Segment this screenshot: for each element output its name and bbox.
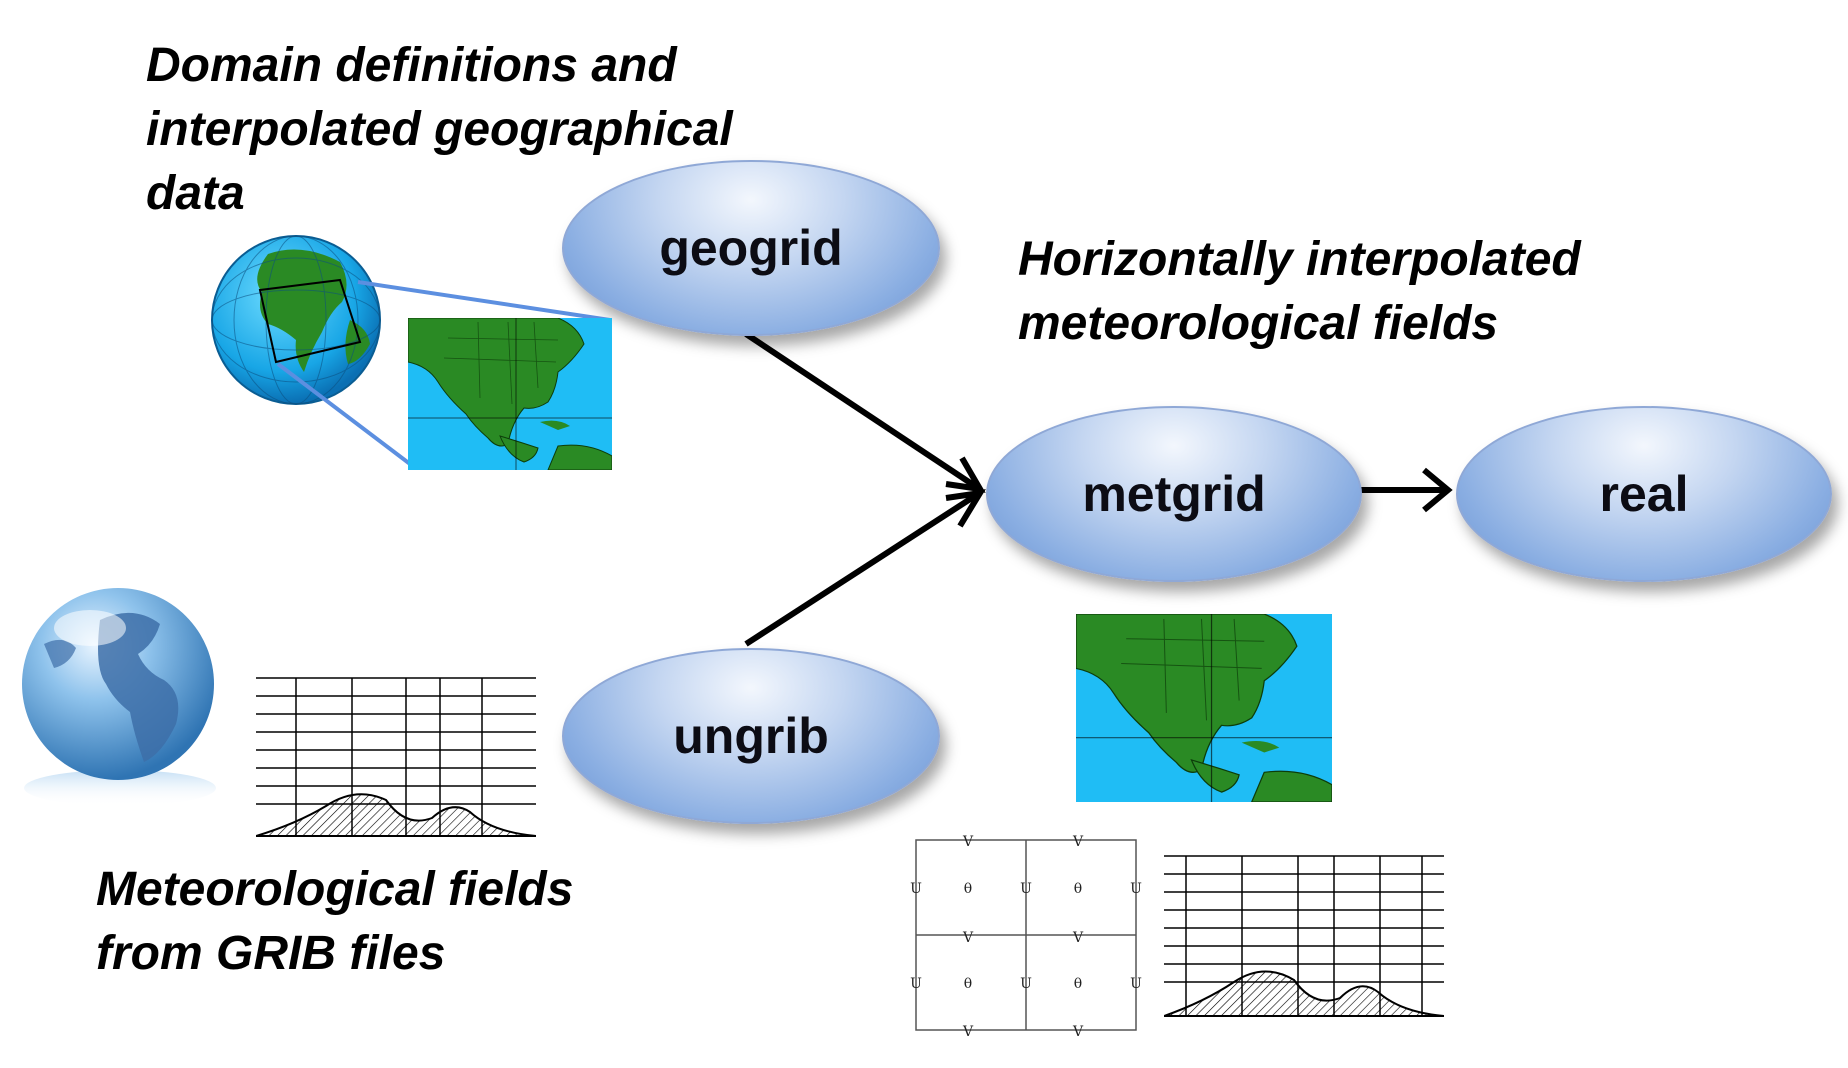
geogrid-node[interactable]: geogrid [562, 160, 940, 336]
ungrib-node[interactable]: ungrib [562, 648, 940, 824]
caption-horizontally-interpolated: Horizontally interpolated meteorological… [1018, 228, 1581, 356]
v-label: V [1072, 930, 1084, 946]
metgrid-label: metgrid [1082, 466, 1266, 522]
v-label: V [962, 1024, 974, 1040]
arrow-metgrid-to-real [1352, 467, 1453, 513]
vertical-grid-terrain-icon [256, 677, 536, 837]
caption-domain-definitions: Domain definitions and interpolated geog… [146, 34, 733, 226]
caption-line: data [146, 167, 245, 220]
metgrid-node[interactable]: metgrid [986, 406, 1362, 582]
u-label: U [1130, 881, 1142, 897]
u-label: U [1130, 976, 1142, 992]
glass-globe-icon [22, 588, 216, 806]
caption-line: Meteorological fields [96, 863, 574, 916]
north-america-map-geogrid [408, 318, 612, 470]
u-label: U [1020, 976, 1032, 992]
theta-label: θ [964, 976, 972, 992]
staggered-grid-icon: V V V V V V U U U U U U θ θ θ θ [910, 834, 1142, 1040]
globe-with-domain-icon [211, 235, 611, 466]
v-label: V [1072, 834, 1084, 850]
caption-line: interpolated geographical [146, 103, 733, 156]
v-label: V [962, 834, 974, 850]
u-label: U [1020, 881, 1032, 897]
caption-line: Horizontally interpolated [1018, 233, 1581, 286]
v-label: V [1072, 1024, 1084, 1040]
caption-line: Domain definitions and [146, 39, 677, 92]
theta-label: θ [1074, 881, 1082, 897]
geogrid-label: geogrid [659, 220, 843, 276]
arrow-ungrib-to-metgrid [744, 489, 986, 647]
u-label: U [910, 976, 922, 992]
real-label: real [1599, 466, 1689, 522]
u-label: U [910, 881, 922, 897]
ungrib-label: ungrib [673, 708, 829, 764]
theta-label: θ [964, 881, 972, 897]
caption-line: meteorological fields [1018, 297, 1499, 350]
arrow-geogrid-to-metgrid [744, 331, 986, 493]
caption-meteorological-fields: Meteorological fields from GRIB files [96, 858, 573, 986]
vertical-grid-terrain-icon [1164, 855, 1444, 1017]
north-america-map-metgrid [1076, 614, 1332, 802]
real-node[interactable]: real [1456, 406, 1832, 582]
v-label: V [962, 930, 974, 946]
caption-line: from GRIB files [96, 927, 446, 980]
theta-label: θ [1074, 976, 1082, 992]
